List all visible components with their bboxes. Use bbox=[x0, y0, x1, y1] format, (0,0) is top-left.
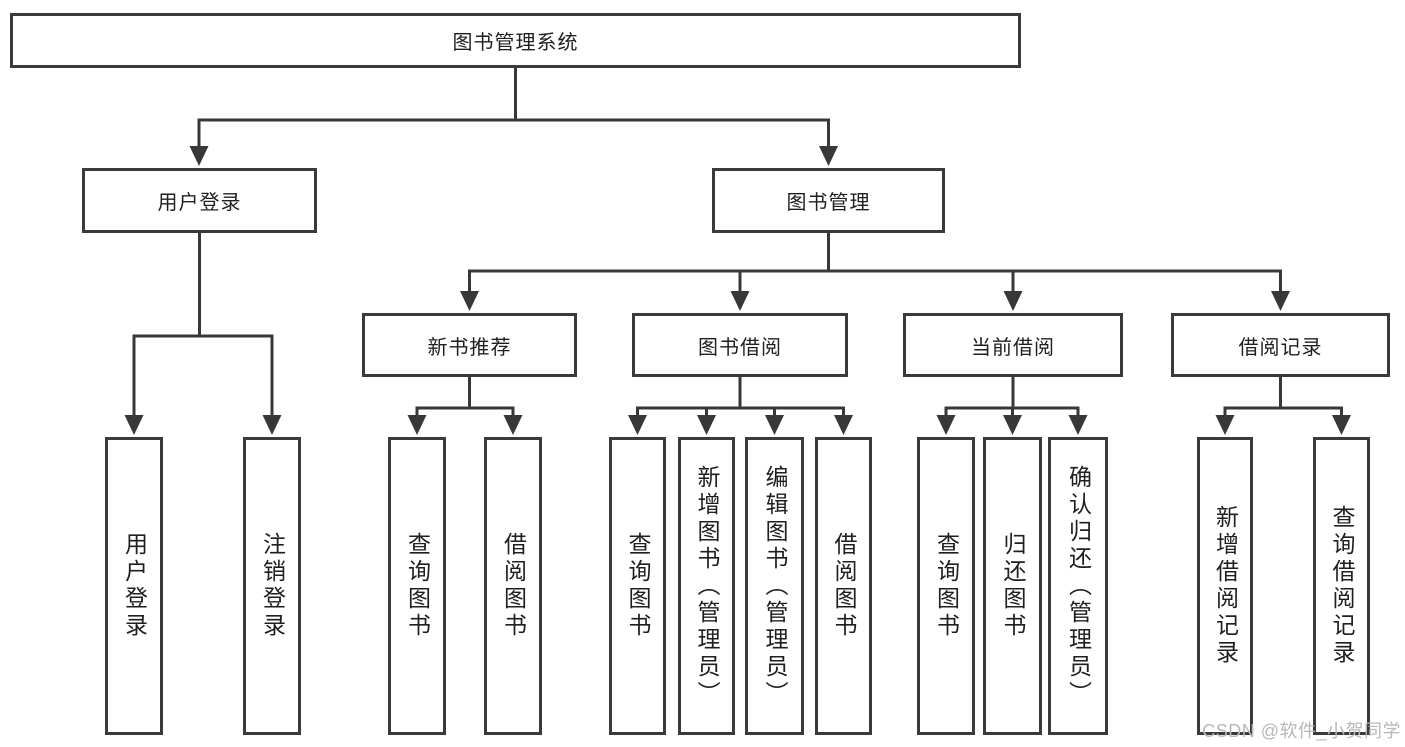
leaf-label: 注销登录 bbox=[259, 532, 286, 640]
arrowhead bbox=[628, 415, 647, 435]
leaf-label: 查询图书 bbox=[933, 532, 960, 640]
leaf-label: 查询借阅记录 bbox=[1329, 505, 1355, 667]
arrowhead bbox=[460, 291, 479, 311]
node-leaf-query-books-current: 查询图书 bbox=[917, 437, 975, 735]
leaf-label: 新增图书（管理员） bbox=[694, 464, 720, 708]
node-leaf-return-books: 归还图书 bbox=[983, 437, 1042, 735]
arrowhead bbox=[1332, 415, 1351, 435]
csdn-watermark: CSDN @软件_小贺同学 bbox=[1202, 721, 1401, 741]
leaf-label: 借阅图书 bbox=[831, 532, 857, 640]
node-leaf-logout: 注销登录 bbox=[243, 437, 301, 735]
leaf-label: 新增借阅记录 bbox=[1212, 505, 1239, 667]
connector-newbook-to-children bbox=[415, 377, 515, 418]
node-branch-user-login: 用户登录 bbox=[82, 168, 317, 233]
node-leaf-confirm-return-admin: 确认归还（管理员） bbox=[1048, 437, 1108, 735]
leaf-label: 归还图书 bbox=[1000, 532, 1026, 640]
arrowhead bbox=[1003, 415, 1022, 435]
arrowhead bbox=[1003, 291, 1023, 311]
connector-userlogin-to-children bbox=[132, 233, 274, 418]
connector-currentborrow-to-children bbox=[944, 377, 1080, 418]
arrowhead bbox=[730, 291, 750, 311]
arrowhead bbox=[819, 146, 838, 166]
node-leaf-add-borrow-record: 新增借阅记录 bbox=[1197, 437, 1253, 735]
arrowhead bbox=[1271, 291, 1290, 311]
leaf-label: 用户登录 bbox=[121, 532, 148, 640]
arrowhead bbox=[834, 415, 853, 435]
arrowhead bbox=[503, 415, 523, 435]
arrowhead bbox=[697, 415, 716, 435]
node-library-system: 图书管理系统 bbox=[10, 13, 1021, 68]
connector-records-to-children bbox=[1223, 377, 1343, 418]
arrowhead bbox=[1215, 415, 1235, 435]
arrowhead bbox=[189, 146, 209, 166]
arrowhead bbox=[262, 415, 282, 435]
arrowheads bbox=[124, 146, 1351, 435]
node-leaf-query-books-borrow: 查询图书 bbox=[609, 437, 666, 735]
leaf-label: 借阅图书 bbox=[500, 532, 527, 640]
arrowhead bbox=[1068, 415, 1088, 435]
leaf-label: 查询图书 bbox=[625, 532, 651, 640]
node-leaf-borrow-books-recommend: 借阅图书 bbox=[484, 437, 542, 735]
connector-bookmgmt-to-level3 bbox=[468, 233, 1282, 294]
leaf-label: 编辑图书（管理员） bbox=[762, 464, 788, 708]
node-leaf-user-login: 用户登录 bbox=[105, 437, 163, 735]
node-leaf-borrow-books: 借阅图书 bbox=[815, 437, 872, 735]
node-leaf-add-books-admin: 新增图书（管理员） bbox=[678, 437, 735, 735]
connector-bookborrow-to-children bbox=[636, 377, 845, 418]
node-group-new-book-recommend: 新书推荐 bbox=[362, 313, 577, 377]
node-leaf-query-borrow-record: 查询借阅记录 bbox=[1313, 437, 1370, 735]
leaf-label: 确认归还（管理员） bbox=[1065, 464, 1092, 708]
arrowhead bbox=[765, 415, 784, 435]
leaf-label: 查询图书 bbox=[404, 532, 431, 640]
node-group-current-borrow: 当前借阅 bbox=[903, 313, 1123, 377]
arrowhead bbox=[124, 415, 144, 435]
node-leaf-edit-books-admin: 编辑图书（管理员） bbox=[745, 437, 804, 735]
node-branch-book-management: 图书管理 bbox=[712, 168, 945, 233]
connector-root-to-level2 bbox=[197, 68, 830, 150]
node-group-borrow-records: 借阅记录 bbox=[1171, 313, 1390, 377]
arrowhead bbox=[936, 415, 956, 435]
node-group-book-borrow: 图书借阅 bbox=[632, 313, 848, 377]
node-leaf-query-books-recommend: 查询图书 bbox=[388, 437, 446, 735]
arrowhead bbox=[407, 415, 427, 435]
